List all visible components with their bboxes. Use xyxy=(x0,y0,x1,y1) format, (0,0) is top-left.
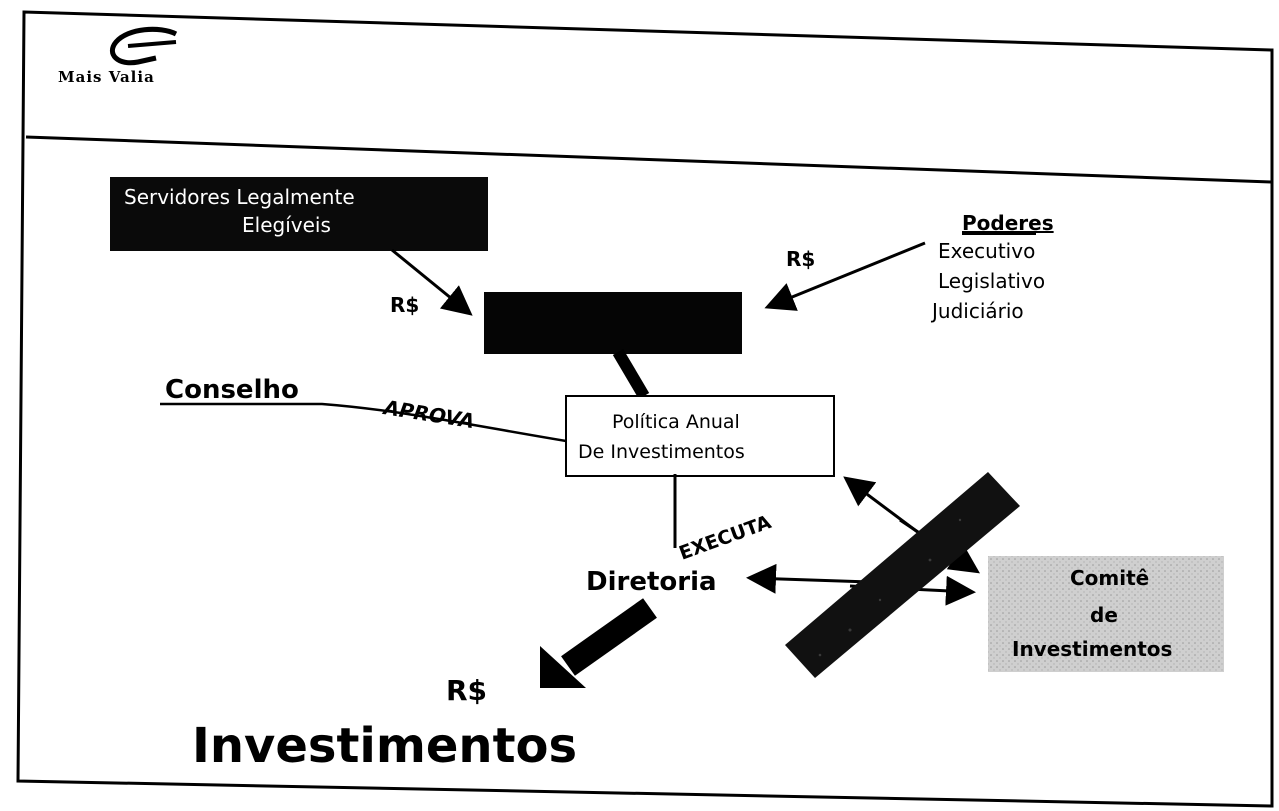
comite-line2: de xyxy=(1090,603,1118,627)
logo-text: Mais Valia xyxy=(58,68,155,86)
rs-servidores-label: R$ xyxy=(390,293,419,317)
diagonal-bar-speckle xyxy=(818,518,962,657)
mais-valia-logo: Mais Valia xyxy=(58,26,178,86)
header-divider xyxy=(25,135,1273,184)
diretoria-label: Diretoria xyxy=(586,567,717,597)
diagonal-dark-bar xyxy=(785,472,1020,678)
fundo-box xyxy=(484,292,742,354)
servidores-line2: Elegíveis xyxy=(242,213,331,237)
connector-fundo-to-politica xyxy=(612,348,650,400)
servidores-box xyxy=(110,177,488,251)
arrow-servidores-to-fundo xyxy=(391,248,473,316)
servidores-node: Servidores Legalmente Elegíveis xyxy=(110,177,488,251)
poderes-item-executivo: Executivo xyxy=(938,239,1035,263)
politica-line1: Política Anual xyxy=(612,411,740,433)
investimentos-label: Investimentos xyxy=(192,718,577,774)
arrow-poderes-to-fundo xyxy=(764,241,926,311)
arrow-diretoria-to-investimentos xyxy=(540,598,657,688)
comite-box xyxy=(988,556,1224,672)
poderes-item-legislativo: Legislativo xyxy=(938,269,1045,293)
poderes-node: Poderes Executivo Legislativo Judiciário xyxy=(930,211,1054,323)
servidores-line1: Servidores Legalmente xyxy=(124,185,355,209)
politica-box xyxy=(565,395,835,477)
rs-poderes-label: R$ xyxy=(786,247,815,271)
politica-node: Política Anual De Investimentos xyxy=(565,395,835,477)
poderes-title: Poderes xyxy=(962,211,1054,235)
arrow-comite-to-diretoria xyxy=(746,563,871,594)
comite-node: Comitê de Investimentos xyxy=(988,556,1224,672)
poderes-item-judiciario: Judiciário xyxy=(930,299,1024,323)
rs-investimentos-label: R$ xyxy=(446,674,487,707)
conselho-line xyxy=(160,402,567,443)
comite-line3: Investimentos xyxy=(1012,637,1172,661)
politica-line2: De Investimentos xyxy=(578,441,745,463)
comite-line1: Comitê xyxy=(1070,566,1149,590)
conselho-label: Conselho xyxy=(165,375,299,405)
